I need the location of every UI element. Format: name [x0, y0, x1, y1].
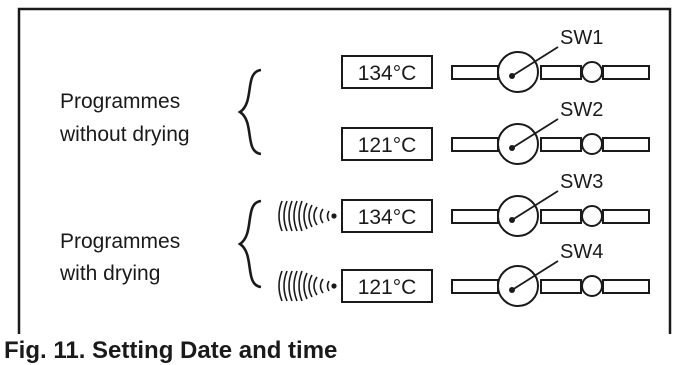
- row-sw1: 134°C SW1: [341, 27, 650, 93]
- temperature-box: [341, 55, 433, 89]
- temperature-box: [341, 269, 433, 303]
- temperature-label: 134°C: [358, 62, 417, 85]
- temperature-box: [341, 199, 433, 233]
- brace-with-drying: [237, 199, 262, 289]
- group-label-line1-with-drying: Programmes: [60, 230, 180, 253]
- switch-label: SW3: [560, 171, 603, 193]
- temperature-label: 121°C: [358, 134, 417, 157]
- temperature-label: 121°C: [358, 276, 417, 299]
- row-sw2: 121°C SW2: [341, 99, 650, 165]
- group-label-line2-without-drying: without drying: [59, 123, 190, 146]
- row-sw3: 134°C SW3: [278, 171, 650, 237]
- figure-frame: [17, 7, 672, 334]
- temperature-label: 134°C: [358, 206, 417, 229]
- switch-label: SW1: [560, 27, 603, 49]
- figure-caption: Fig. 11. Setting Date and time: [4, 337, 337, 364]
- row-sw4: 121°C SW4: [278, 241, 650, 307]
- selector-switch: [451, 260, 650, 307]
- drying-heat-icon: [278, 270, 337, 302]
- switch-label: SW4: [560, 241, 603, 263]
- switch-label: SW2: [560, 99, 603, 121]
- group-label-line1-without-drying: Programmes: [60, 90, 180, 113]
- temperature-box: [341, 127, 433, 161]
- selector-switch: [451, 190, 650, 237]
- drying-heat-icon: [278, 200, 337, 232]
- group-label-line2-with-drying: with drying: [59, 262, 160, 285]
- brace-without-drying: [237, 68, 262, 156]
- selector-switch: [451, 118, 650, 165]
- selector-switch: [451, 46, 650, 93]
